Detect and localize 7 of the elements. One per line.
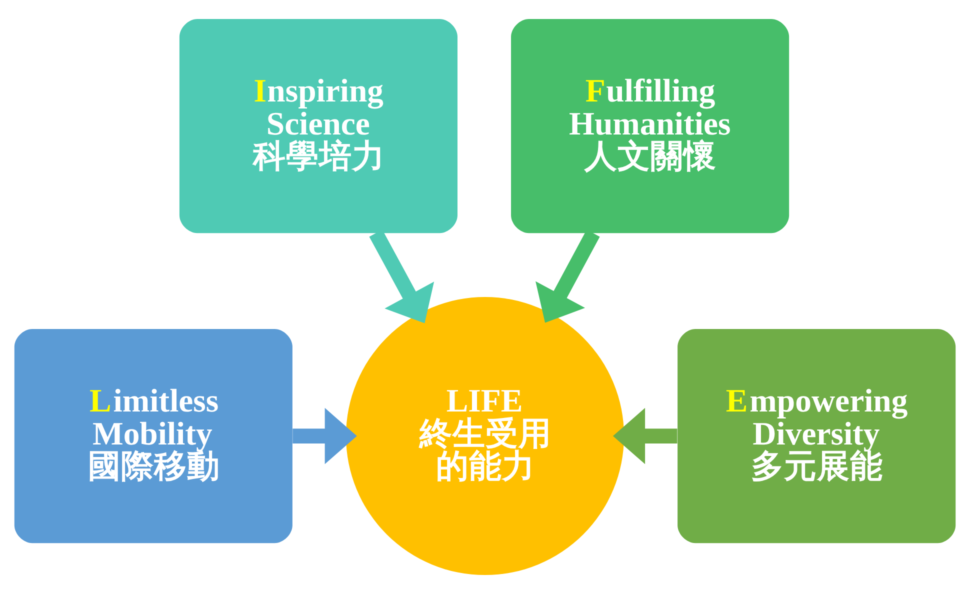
node-box: Limitless Mobility 國際移動 (14, 328, 292, 544)
node-box: Fulfilling Humanities 人文關懷 (511, 18, 790, 234)
node-box: Inspiring Science 科學培力 (179, 18, 458, 234)
node-box: Empowering Diversity 多元展能 (678, 328, 956, 544)
arrow (292, 408, 357, 464)
node-circle: LIFE 終生受用的能力 (346, 297, 624, 576)
arrow (612, 408, 678, 464)
